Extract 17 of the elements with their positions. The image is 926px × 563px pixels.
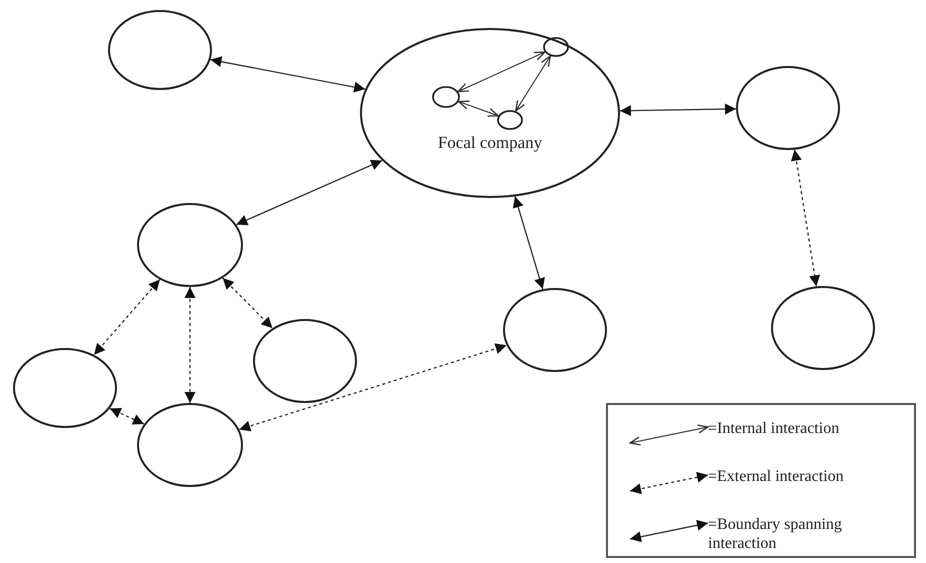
arrow [458, 100, 499, 117]
arrow [620, 104, 736, 116]
arrow [515, 55, 551, 112]
arrow [512, 196, 545, 290]
arrow [210, 56, 366, 93]
dashed-arrow [239, 343, 507, 432]
legend-label: =Boundary spanning interaction [708, 515, 843, 553]
dashed-arrow [94, 279, 160, 356]
dashed-arrow [184, 287, 196, 403]
arrow [457, 51, 546, 92]
dashed-arrow [790, 150, 820, 286]
dashed-arrow [222, 278, 273, 329]
arrow [236, 160, 382, 226]
legend-label: =Internal interaction [708, 419, 840, 438]
node-label: Focal company [436, 133, 544, 153]
dashed-arrow [109, 408, 144, 425]
legend-label: =External interaction [708, 467, 845, 486]
